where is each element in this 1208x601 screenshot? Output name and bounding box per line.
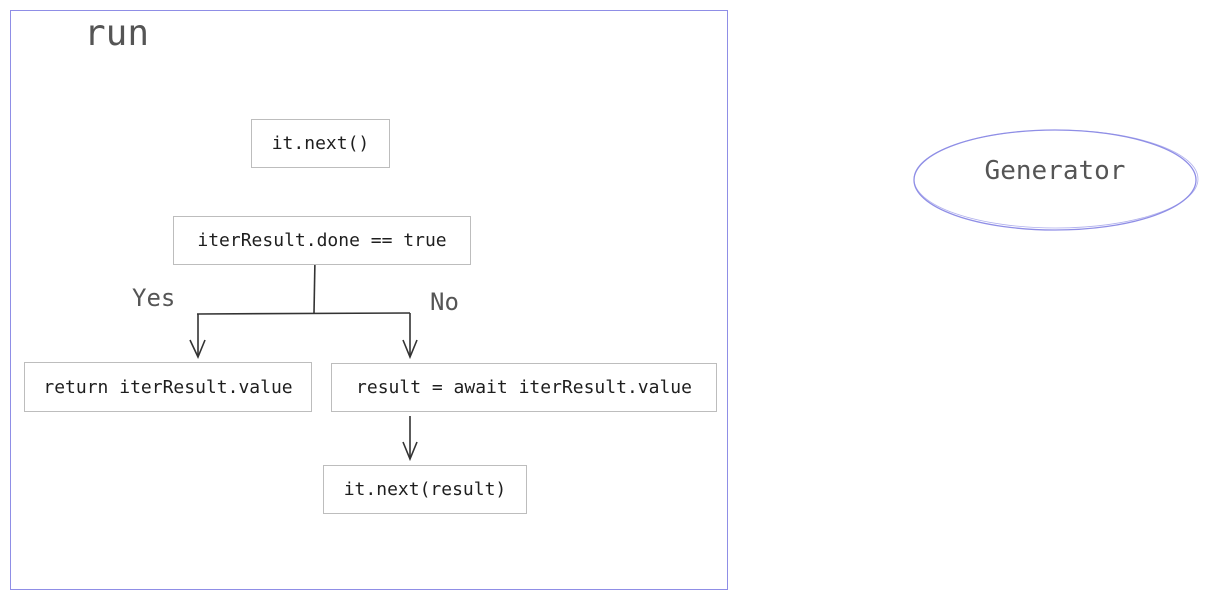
decision-stem bbox=[313, 257, 316, 314]
label-no: No bbox=[430, 288, 459, 316]
branch-split-line bbox=[196, 312, 411, 315]
generator-ellipse-sketch bbox=[913, 129, 1199, 229]
run-frame bbox=[10, 10, 728, 590]
node-done-check: iterResult.done == true bbox=[173, 216, 471, 265]
node-it-next-result: it.next(result) bbox=[323, 465, 527, 514]
await-arrow-head bbox=[402, 441, 418, 462]
yes-arrow-head bbox=[189, 339, 206, 359]
node-await-value: result = await iterResult.value bbox=[331, 363, 717, 412]
run-title: run bbox=[84, 13, 150, 54]
label-yes: Yes bbox=[132, 284, 176, 312]
no-arrow-head bbox=[402, 339, 418, 360]
generator-label: Generator bbox=[984, 156, 1126, 186]
node-return-value: return iterResult.value bbox=[24, 362, 312, 412]
node-it-next: it.next() bbox=[251, 119, 390, 168]
